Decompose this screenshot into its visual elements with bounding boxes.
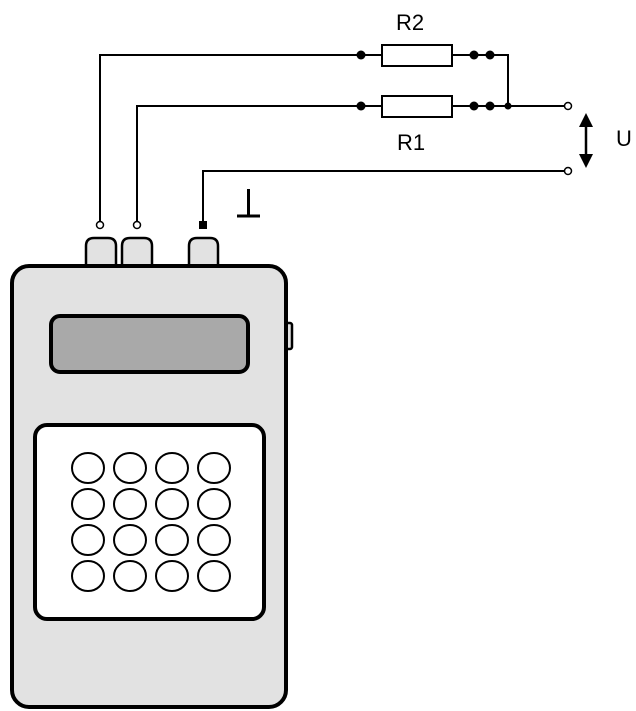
keypad-key bbox=[197, 524, 231, 556]
keypad-key bbox=[155, 524, 189, 556]
junction-dot bbox=[504, 102, 512, 110]
probe-terminal-ground bbox=[199, 221, 207, 229]
wiring bbox=[99, 54, 565, 222]
measuring-device bbox=[10, 236, 294, 709]
keypad-key bbox=[197, 560, 231, 592]
keypad-key bbox=[71, 524, 105, 556]
resistor-r1 bbox=[381, 95, 453, 118]
device-display bbox=[49, 314, 250, 374]
junction-dot bbox=[356, 101, 366, 111]
keypad-key bbox=[155, 560, 189, 592]
keypad-key bbox=[113, 488, 147, 520]
junction-dot bbox=[485, 50, 495, 60]
keypad-key bbox=[155, 488, 189, 520]
keypad-key bbox=[71, 560, 105, 592]
junction-dot bbox=[356, 50, 366, 60]
resistor-r2 bbox=[381, 44, 453, 67]
wire-r2-lead bbox=[99, 54, 382, 222]
keypad-panel bbox=[33, 423, 266, 621]
label-r1: R1 bbox=[397, 130, 425, 155]
keypad-key bbox=[113, 560, 147, 592]
keypad-keys bbox=[71, 452, 231, 592]
junction-dots bbox=[356, 50, 512, 111]
wire-r1-lead bbox=[136, 105, 382, 222]
probe-terminal-middle bbox=[132, 220, 142, 230]
label-u: U bbox=[616, 126, 632, 151]
keypad-key bbox=[71, 488, 105, 520]
output-terminal-top bbox=[563, 101, 573, 111]
connector-middle bbox=[120, 236, 154, 270]
keypad-key bbox=[71, 452, 105, 484]
double-arrow-vertical-icon bbox=[579, 113, 593, 168]
keypad-key bbox=[113, 452, 147, 484]
keypad-key bbox=[197, 452, 231, 484]
label-r2: R2 bbox=[396, 10, 424, 35]
keypad-key bbox=[113, 524, 147, 556]
junction-dot bbox=[469, 50, 479, 60]
ground-icon bbox=[237, 189, 260, 218]
junction-dot bbox=[469, 101, 479, 111]
wire-ground bbox=[202, 170, 565, 222]
output-terminal-bottom bbox=[563, 166, 573, 176]
junction-dot bbox=[485, 101, 495, 111]
connector-right bbox=[187, 236, 220, 270]
probe-terminal-left bbox=[95, 220, 105, 230]
keypad-key bbox=[155, 452, 189, 484]
connector-left bbox=[84, 236, 118, 270]
keypad-key bbox=[197, 488, 231, 520]
wire-r2-right bbox=[452, 54, 509, 106]
